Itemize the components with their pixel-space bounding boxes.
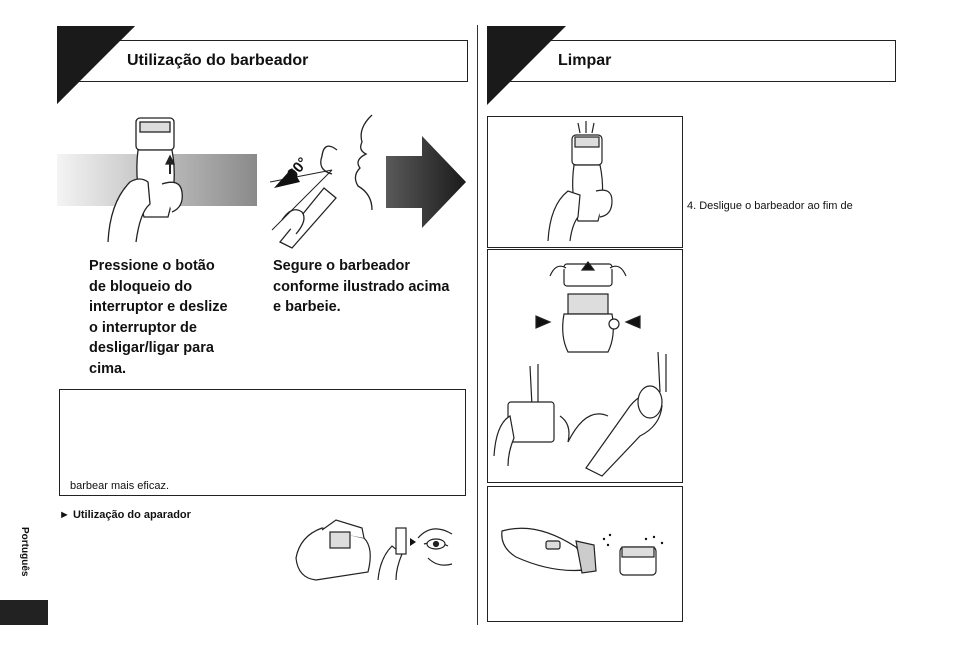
step-8-number: 8 — [492, 489, 499, 501]
note-text: barbear mais eficaz. — [70, 480, 170, 492]
step-3-number: 3 — [492, 119, 499, 131]
step-frame-3: 3 — [487, 116, 683, 248]
language-tab — [0, 600, 48, 625]
step-frame-8: 8 — [487, 486, 683, 622]
face-shaving-illustration: 90° — [269, 114, 373, 249]
step-frame-5-6: 5,6 — [487, 249, 683, 483]
right-header-title: Limpar — [558, 52, 612, 69]
left-header-triangle — [57, 26, 135, 104]
step-b-caption: Segure o barbeador conforme ilustrado ac… — [273, 258, 450, 315]
dry-shaver-illustration — [501, 527, 664, 576]
right-header-box: Limpar — [487, 40, 896, 82]
language-tab-label: Português — [19, 527, 30, 577]
next-arrow-icon — [386, 136, 466, 228]
left-header-box: Utilização do barbeador — [57, 40, 468, 82]
left-header-title: Utilização do barbeador — [127, 52, 309, 69]
right-header-triangle — [487, 26, 566, 105]
shaver-hand-illustration — [107, 117, 183, 243]
note-box: barbear mais eficaz. — [59, 389, 466, 496]
trimmer-illustration — [295, 519, 453, 581]
cleaning-instruction-text: 4. Desligue o barbeador ao fim de — [687, 200, 853, 212]
step-a-caption: Pressione o botão de bloqueio do interru… — [89, 258, 228, 377]
disassemble-wash-illustration — [493, 261, 667, 477]
trimmer-heading: ► Utilização do aparador — [59, 509, 191, 521]
rinse-shaver-illustration — [547, 121, 613, 242]
column-divider — [477, 25, 478, 625]
step-5-6-number: 5,6 — [492, 252, 508, 264]
